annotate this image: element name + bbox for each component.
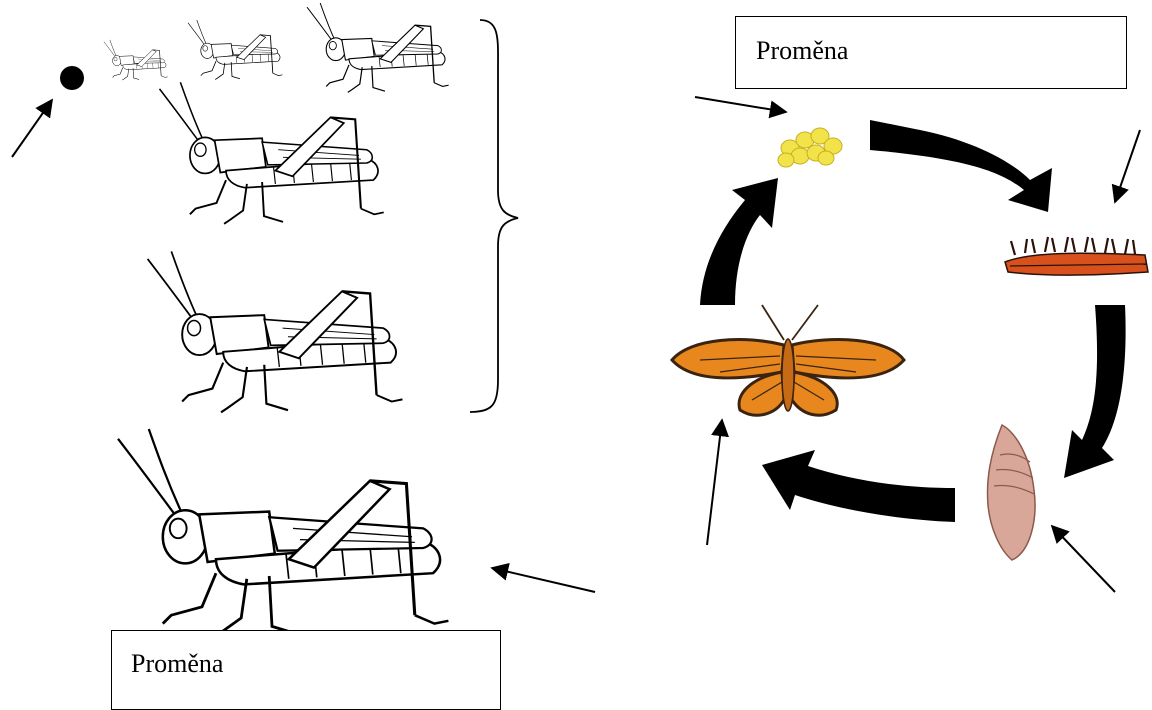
arrow-to-caterpillar [1115,130,1140,202]
arrow-to-butterfly [707,420,722,545]
nymph-5-icon [148,251,403,412]
cycle-arrow-eggs-to-larva [870,120,1052,212]
arrow-to-egg [12,100,52,157]
cycle-arrow-adult-to-eggs [700,178,778,305]
butterfly-icon [672,305,904,415]
right-label-text: Proměna [756,36,848,66]
egg-dot-icon [60,66,84,90]
cycle-arrow-larva-to-pupa [1064,305,1126,478]
nymph-4-icon [160,82,384,224]
eggs-cluster-icon [778,128,842,167]
nymph-2-icon [188,20,282,80]
adult-grasshopper-icon [118,429,448,638]
arrow-to-adult-grasshopper [492,568,595,592]
caterpillar-icon [1005,237,1148,275]
arrow-to-eggs [695,97,786,112]
arrow-to-pupa [1052,526,1115,592]
nymph-1-icon [104,40,168,80]
nymph-3-icon [307,3,449,92]
pupa-icon [988,425,1036,560]
left-label-text: Proměna [131,649,223,679]
nymph-group-brace [470,20,518,412]
lifecycle-diagram [0,0,1152,695]
cycle-arrow-pupa-to-adult [762,450,955,522]
